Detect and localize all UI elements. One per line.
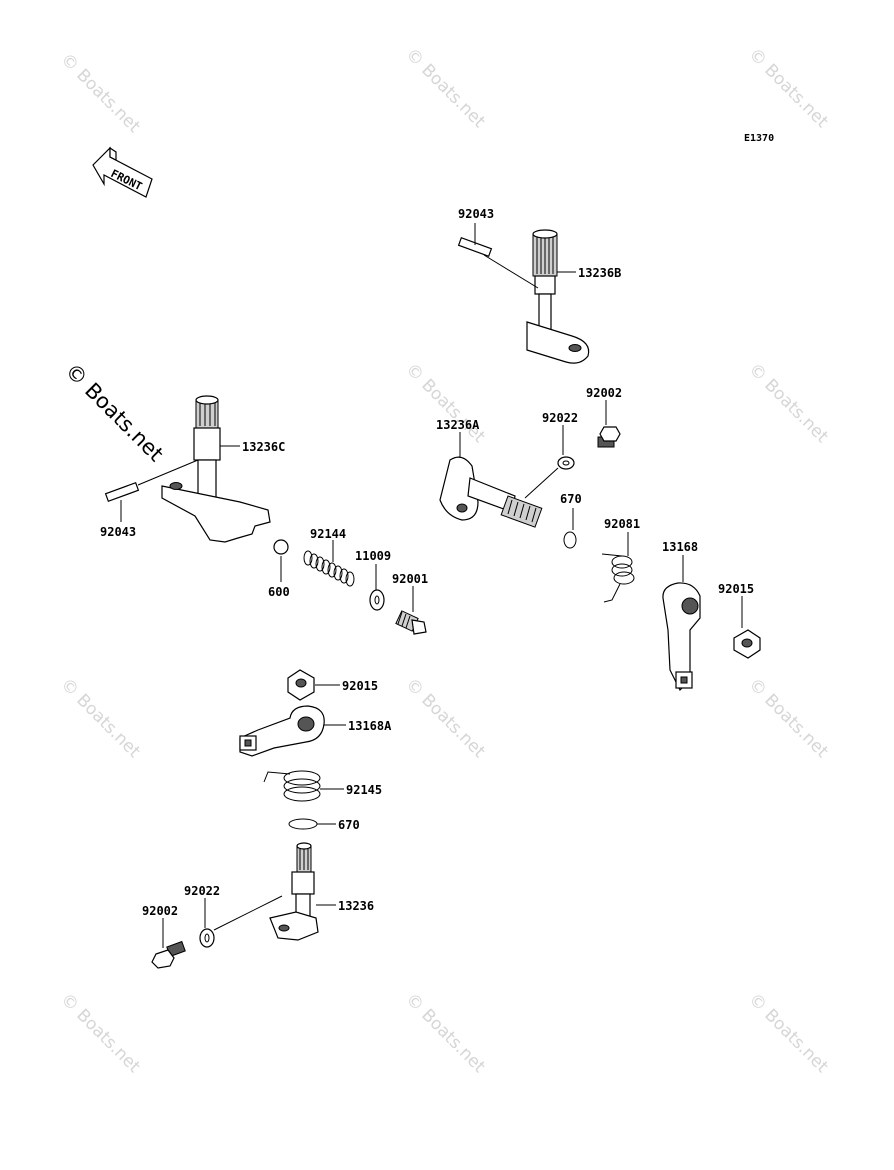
part-label-92081: 92081 — [604, 517, 640, 531]
part-label-92015-right: 92015 — [718, 582, 754, 596]
watermark: © Boats.net — [744, 674, 832, 762]
watermark: © Boats.net — [56, 674, 144, 762]
part-13236-drawing — [269, 842, 319, 941]
watermark: © Boats.net — [56, 989, 144, 1077]
part-13168A-drawing — [239, 705, 325, 757]
watermark-grid: © Boats.net © Boats.net © Boats.net © Bo… — [56, 44, 832, 1077]
part-label-11009: 11009 — [355, 549, 391, 563]
part-92015-right-drawing — [733, 629, 761, 659]
part-label-670-bottom: 670 — [338, 818, 360, 832]
part-label-13236C: 13236C — [242, 440, 285, 454]
part-label-92002-bottom: 92002 — [142, 904, 178, 918]
part-label-13168: 13168 — [662, 540, 698, 554]
diagram-code: E1370 — [744, 133, 774, 144]
watermark: © Boats.net — [401, 674, 489, 762]
part-92001-drawing — [395, 610, 427, 635]
watermark: © Boats.net — [744, 44, 832, 132]
part-label-92144: 92144 — [310, 527, 346, 541]
part-13236B-drawing — [457, 229, 590, 364]
washer-92022-top — [557, 456, 575, 470]
part-92081-drawing — [601, 553, 635, 603]
part-label-92001: 92001 — [392, 572, 428, 586]
watermark: © Boats.net — [401, 359, 489, 447]
washer-92022-bottom — [199, 928, 215, 948]
part-13236A-drawing — [439, 456, 543, 528]
watermark: © Boats.net — [744, 359, 832, 447]
part-label-13236B: 13236B — [578, 266, 621, 280]
watermark: © Boats.net — [56, 49, 144, 137]
oring-670-bottom — [288, 818, 318, 830]
part-92144-drawing — [303, 550, 355, 587]
part-92002-bottom-drawing — [151, 940, 186, 969]
watermark: © Boats.net — [401, 989, 489, 1077]
part-13168-drawing — [662, 582, 701, 692]
part-label-13168A: 13168A — [348, 719, 392, 733]
watermark: © Boats.net — [401, 44, 489, 132]
part-92002-top-drawing — [597, 426, 621, 448]
part-92145-drawing — [263, 770, 321, 802]
part-label-92043-left: 92043 — [100, 525, 136, 539]
part-label-92015-mid: 92015 — [342, 679, 378, 693]
part-label-13236A: 13236A — [436, 418, 480, 432]
ball-600 — [273, 539, 289, 555]
part-13236C-drawing — [161, 395, 271, 543]
part-label-92043-top: 92043 — [458, 207, 494, 221]
oring-670-top — [563, 531, 577, 549]
part-92015-mid-drawing — [287, 669, 315, 701]
part-label-92002-top: 92002 — [586, 386, 622, 400]
watermark: © Boats.net — [744, 989, 832, 1077]
part-label-670-top: 670 — [560, 492, 582, 506]
part-label-92022-bottom: 92022 — [184, 884, 220, 898]
washer-11009 — [369, 589, 385, 611]
front-arrow-icon: FRONT — [92, 146, 153, 198]
part-label-92145: 92145 — [346, 783, 382, 797]
part-label-92022-top: 92022 — [542, 411, 578, 425]
part-label-13236: 13236 — [338, 899, 374, 913]
watermark-dark: © Boats.net — [60, 359, 168, 467]
part-label-600: 600 — [268, 585, 290, 599]
